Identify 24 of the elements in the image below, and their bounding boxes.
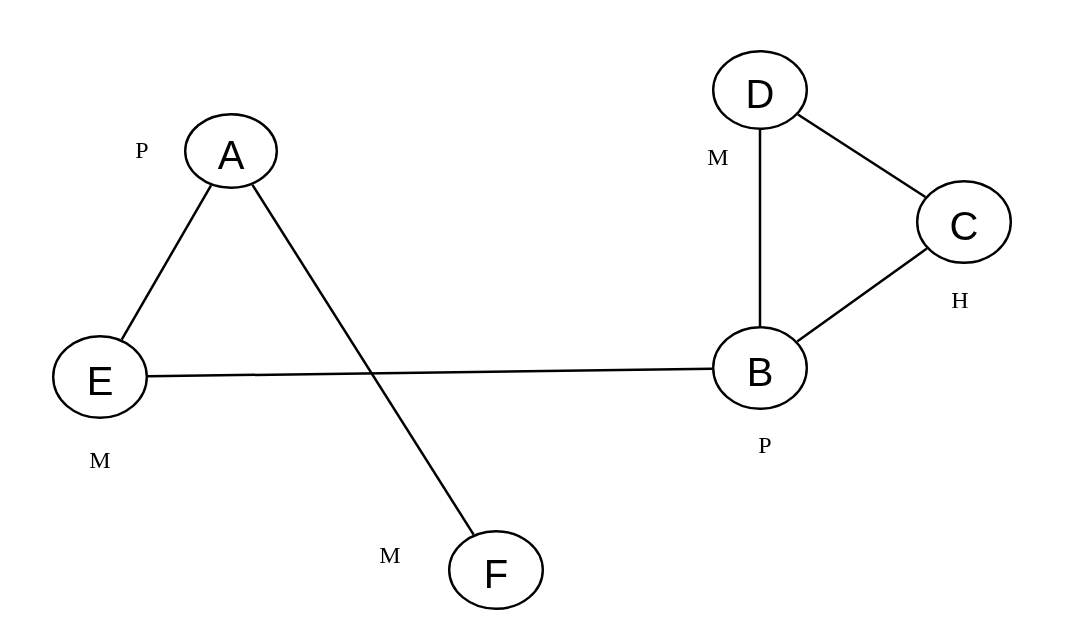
connector-line xyxy=(796,247,928,343)
node-circle xyxy=(52,335,148,419)
connector-line xyxy=(797,113,927,199)
node-label: C xyxy=(949,202,979,249)
node-annotation: P xyxy=(758,431,772,459)
connector-line xyxy=(251,184,475,536)
node-circle xyxy=(916,180,1012,264)
node-label: B xyxy=(746,348,774,395)
node-label: D xyxy=(745,70,775,117)
node-annotation: M xyxy=(379,541,401,569)
node-label: A xyxy=(217,131,245,178)
node-circle xyxy=(712,50,808,130)
connector-line xyxy=(147,367,713,378)
node-circle xyxy=(448,530,544,610)
node-circle xyxy=(712,326,808,410)
node-circle xyxy=(184,113,278,189)
node-label: F xyxy=(483,550,509,597)
node-annotation: H xyxy=(951,286,969,314)
node-annotation: M xyxy=(89,446,111,474)
node-label: E xyxy=(86,357,114,404)
connector-line xyxy=(758,130,762,326)
connector-line xyxy=(120,184,213,341)
node-annotation: M xyxy=(707,143,729,171)
node-annotation: P xyxy=(135,136,149,164)
